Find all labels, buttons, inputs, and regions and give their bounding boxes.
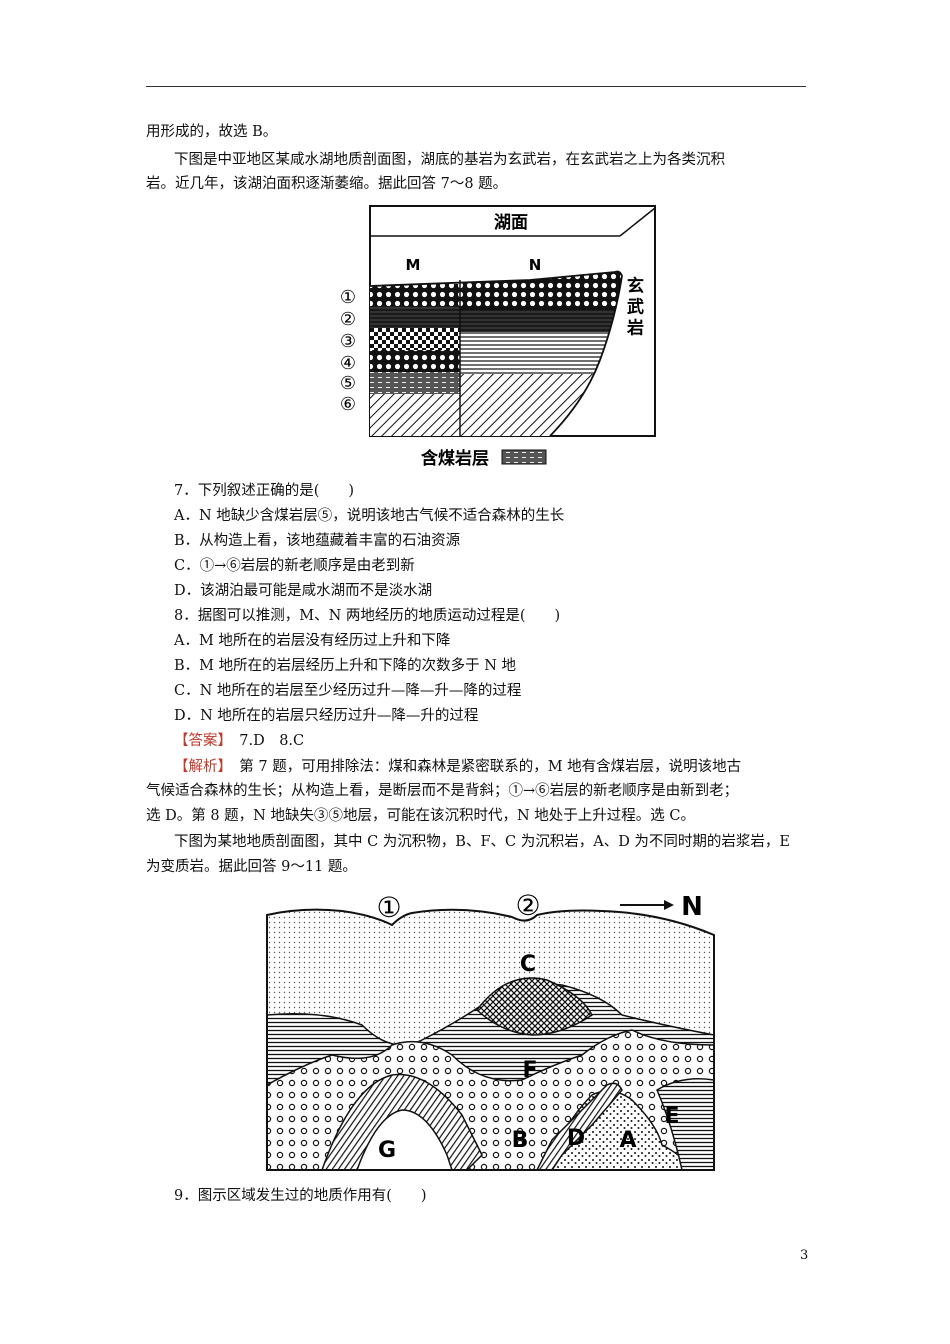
label-G: G: [378, 1138, 396, 1163]
option-8d: D．N 地所在的岩层只经历过升—降—升的过程: [174, 708, 479, 724]
option-8c: C．N 地所在的岩层至少经历过升—降—升—降的过程: [174, 683, 522, 699]
layer-label-2: ②: [340, 309, 356, 330]
text-line: 下图为某地地质剖面图，其中 C 为沉积物，B、F、C 为沉积岩，A、D 为不同时…: [174, 834, 791, 850]
region-G: [355, 1109, 454, 1171]
layer-2-M: [370, 306, 460, 328]
text-line: 下图是中亚地区某咸水湖地质剖面图，湖底的基岩为玄武岩，在玄武岩之上为各类沉积: [174, 152, 725, 168]
layer-3-M: [370, 328, 460, 350]
label-E: E: [664, 1104, 679, 1129]
label-B: B: [512, 1128, 529, 1153]
layer-2-N: [460, 310, 622, 332]
question-7: 7．下列叙述正确的是( ): [174, 483, 355, 499]
question-8: 8．据图可以推测，M、N 两地经历的地质运动过程是( ): [174, 608, 561, 624]
layer-label-5: ⑤: [340, 373, 356, 394]
explanation-line: 【解析】 第 7 题，可用排除法：煤和森林是紧密联系的，M 地有含煤岩层，说明该…: [174, 757, 741, 777]
layer-label-6: ⑥: [340, 394, 356, 415]
answer-tag: 【答案】: [174, 733, 225, 749]
layer-6-M: [370, 394, 460, 436]
text-line: 岩。近几年，该湖泊面积逐渐萎缩。据此回答 7～8 题。: [146, 176, 508, 192]
coal-legend-swatch: [501, 449, 547, 465]
grid-layer: [475, 977, 593, 1036]
text-line: 为变质岩。据此回答 9～11 题。: [146, 859, 357, 875]
layer-4-N: [460, 332, 622, 374]
layer-4-M: [370, 350, 460, 372]
location-2-label: ②: [515, 889, 540, 922]
label-C: C: [520, 952, 536, 977]
option-7a: A．N 地缺少含煤岩层⑤，说明该地古气候不适合森林的生长: [174, 508, 565, 524]
explanation-text: 第 7 题，可用排除法：煤和森林是紧密联系的，M 地有含煤岩层，说明该地古: [224, 759, 742, 775]
option-7c: C．①→⑥岩层的新老顺序是由老到新: [174, 558, 415, 574]
text-line: 选 D。第 8 题，N 地缺失③⑤地层，可能在该沉积时代，N 地处于上升过程。选…: [146, 808, 695, 824]
answer-line: 【答案】 7.D 8.C: [174, 731, 304, 751]
location-1-label: ①: [376, 891, 401, 924]
legend-label: 含煤岩层: [421, 448, 489, 469]
layer-label-1: ①: [340, 287, 356, 308]
layer-1-M: [370, 284, 460, 306]
layer-5-M: [370, 372, 460, 394]
north-arrow-icon: [664, 900, 674, 910]
option-7d: D．该湖泊最可能是咸水湖而不是淡水湖: [174, 583, 433, 599]
label-D: D: [567, 1126, 585, 1151]
option-8a: A．M 地所在的岩层没有经历过上升和下降: [174, 633, 451, 649]
text-line: 气候适合森林的生长；从构造上看，是断层而不是背斜；①→⑥岩层的新老顺序是由新到老…: [146, 783, 739, 799]
layer-label-4: ④: [340, 353, 356, 374]
label-F: F: [522, 1058, 537, 1083]
text-line: 用形成的，故选 B。: [146, 124, 278, 140]
explanation-tag: 【解析】: [174, 759, 225, 775]
label-A: A: [619, 1128, 636, 1153]
N-label: N: [529, 256, 542, 274]
option-7b: B．从构造上看，该地蕴藏着丰富的石油资源: [174, 533, 461, 549]
question-9: 9．图示区域发生过的地质作用有( ): [174, 1188, 427, 1204]
answer-text: 7.D 8.C: [224, 733, 305, 749]
lake-profile-figure: 湖面 M N 玄武岩 ① ② ③ ④ ⑤ ⑥ 含煤岩层: [340, 205, 656, 469]
M-label: M: [406, 256, 421, 274]
option-8b: B．M 地所在的岩层经历上升和下降的次数多于 N 地: [174, 658, 517, 674]
north-label: N: [681, 892, 703, 922]
region-D: [535, 1082, 623, 1171]
lake-surface-label: 湖面: [494, 213, 528, 233]
page-number: 3: [800, 1248, 809, 1263]
header-rule: [146, 86, 806, 87]
geologic-section-figure: ① ② N C F B D A E G: [266, 889, 715, 1171]
basalt-label: 玄武岩: [623, 275, 645, 339]
layer-label-3: ③: [340, 331, 356, 352]
